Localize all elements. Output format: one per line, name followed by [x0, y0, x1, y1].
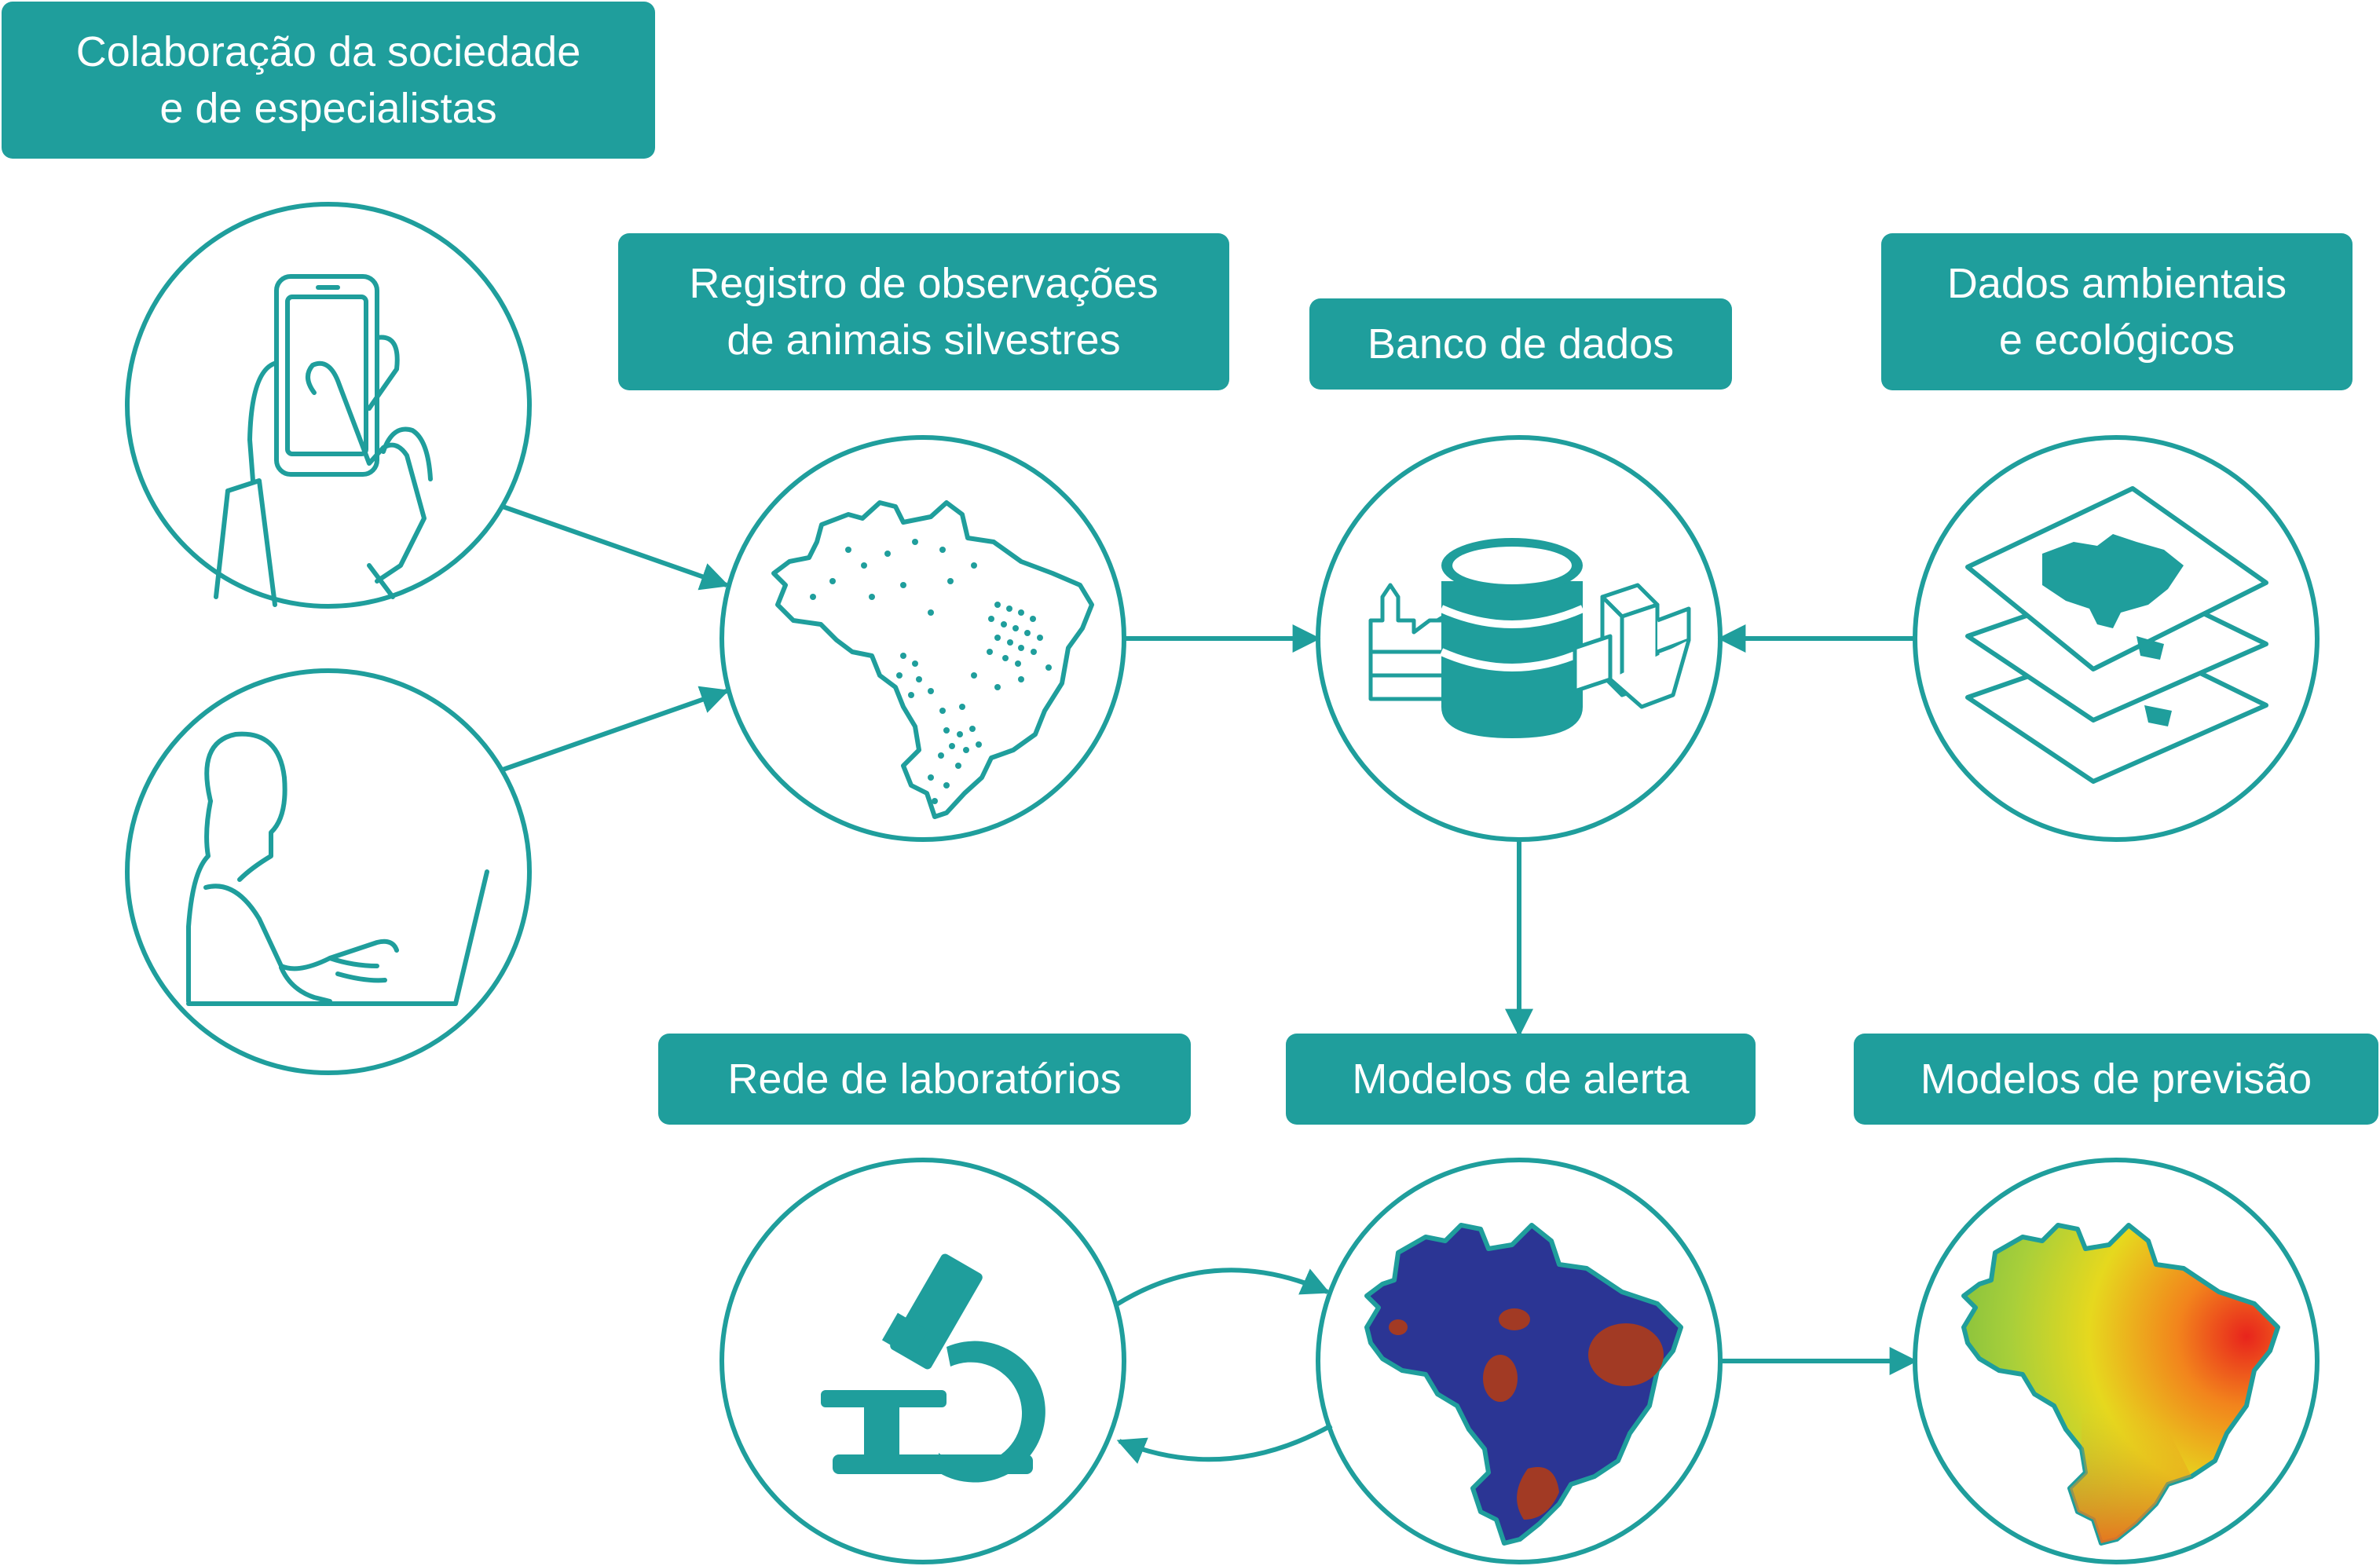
- label-colaboracao: Colaboração da sociedade e de especialis…: [2, 2, 655, 159]
- label-registro-line-1: Registro de observações: [689, 260, 1159, 307]
- brazil-forecast-heatmap-icon: [1961, 1223, 2280, 1546]
- circle-smartphone: [125, 202, 532, 609]
- label-alerta-line-1: Modelos de alerta: [1352, 1056, 1690, 1103]
- label-dados: Dados ambientais e ecológicos: [1881, 233, 2353, 390]
- label-banco: Banco de dados: [1309, 298, 1732, 390]
- label-colaboracao-line-2: e de especialistas: [159, 85, 497, 132]
- label-dados-line-2: e ecológicos: [1998, 316, 2235, 364]
- person-laptop-icon: [186, 731, 489, 1006]
- label-previsao: Modelos de previsão: [1854, 1034, 2378, 1125]
- label-previsao-line-1: Modelos de previsão: [1920, 1056, 2312, 1103]
- label-dados-line-1: Dados ambientais: [1946, 260, 2287, 307]
- arrow-alerta-to-rede: [1116, 1423, 1333, 1464]
- map-layers-icon: [1965, 486, 2268, 784]
- label-colaboracao-line-1: Colaboração da sociedade: [75, 28, 581, 75]
- brazil-occurrence-map-icon: [771, 500, 1094, 819]
- arrow-smartphone-to-registro: [502, 504, 730, 591]
- label-alerta: Modelos de alerta: [1286, 1034, 1756, 1125]
- label-banco-line-1: Banco de dados: [1367, 320, 1675, 368]
- label-rede-line-1: Rede de laboratórios: [727, 1056, 1122, 1103]
- microscope-icon: [821, 1253, 1045, 1483]
- circle-laptop: [125, 668, 532, 1075]
- database-icon: [1368, 538, 1691, 738]
- label-rede: Rede de laboratórios: [658, 1034, 1191, 1125]
- arrow-rede-to-alerta: [1114, 1268, 1331, 1308]
- arrow-laptop-to-registro: [502, 686, 730, 772]
- brazil-alert-map-icon: [1364, 1223, 1683, 1546]
- label-registro-line-2: de animais silvestres: [727, 316, 1121, 364]
- circle-registro: [719, 435, 1126, 842]
- smartphone-hand-icon: [214, 274, 433, 607]
- label-registro: Registro de observações de animais silve…: [618, 233, 1229, 390]
